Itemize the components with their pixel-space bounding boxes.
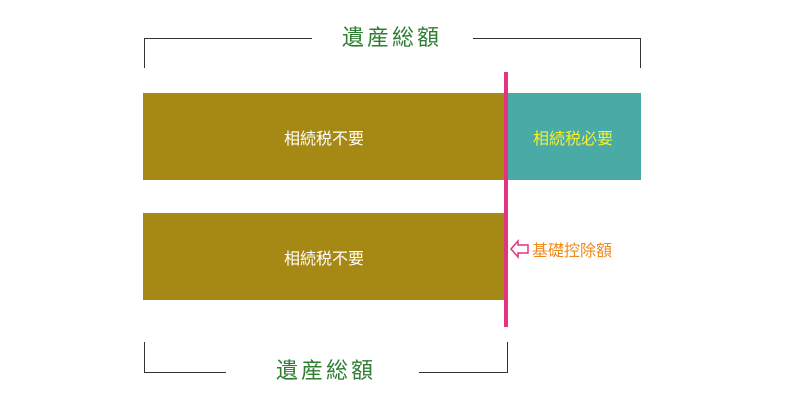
bottom-estate-total-label: 遺産総額	[275, 359, 376, 384]
bar-tax-not-required-top: 相続税不要	[143, 93, 505, 180]
bar-tax-required-label: 相続税必要	[532, 128, 613, 148]
basic-deduction-callout: 基礎控除額	[510, 237, 612, 261]
top-bracket-left-line	[144, 38, 312, 39]
bottom-bracket-left-tick	[144, 342, 145, 373]
bar-tax-not-required-bottom-label: 相続税不要	[283, 248, 364, 268]
bottom-bracket-left-line	[144, 372, 226, 373]
top-bracket-right-tick	[640, 38, 641, 68]
bar-tax-not-required-top-label: 相続税不要	[283, 128, 364, 148]
bottom-bracket-right-tick	[507, 342, 508, 373]
top-bracket-left-tick	[144, 38, 145, 68]
bar-tax-not-required-bottom: 相続税不要	[143, 213, 505, 300]
top-bracket-right-line	[473, 38, 641, 39]
left-arrow-outline-icon	[510, 238, 532, 260]
basic-deduction-label: 基礎控除額	[532, 241, 613, 260]
basic-deduction-divider	[504, 72, 508, 327]
top-estate-total-label: 遺産総額	[341, 26, 442, 51]
bar-tax-required: 相続税必要	[505, 93, 641, 180]
bottom-bracket-right-line	[419, 372, 508, 373]
